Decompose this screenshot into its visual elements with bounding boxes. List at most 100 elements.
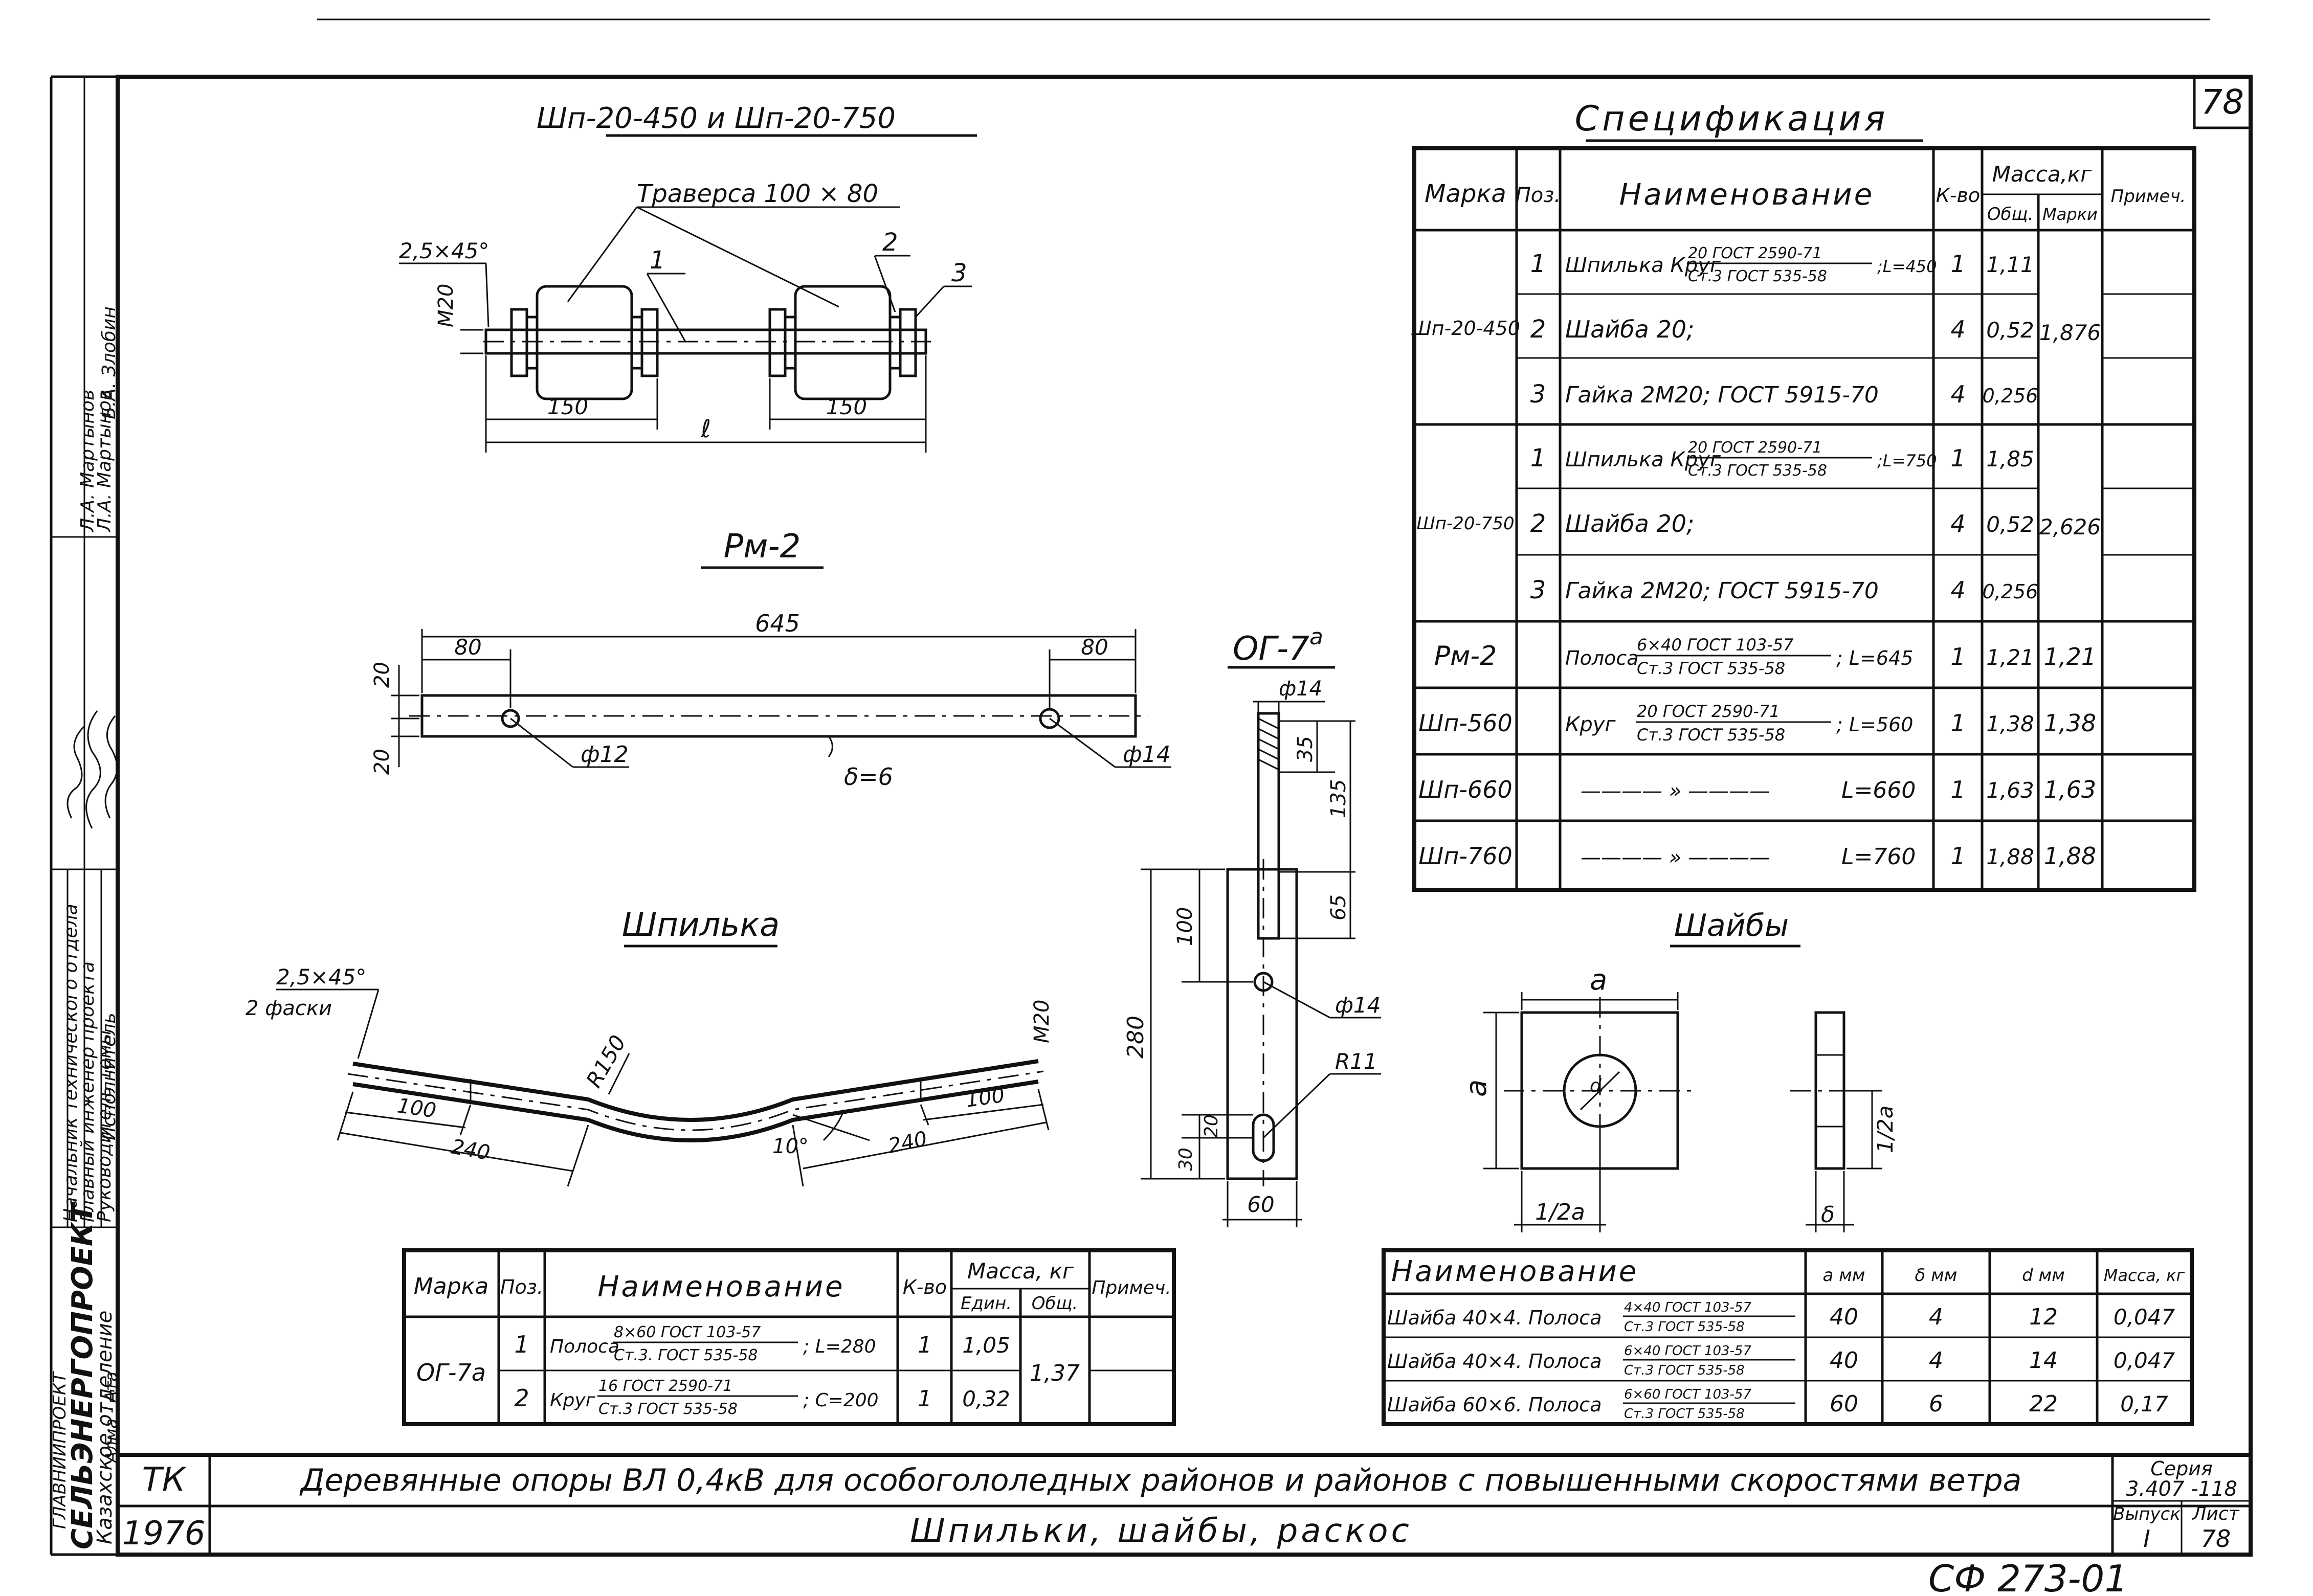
spec-h-mass-mark: Марки [2042, 205, 2098, 224]
org-2: СЕЛЬЭНЕРГОПРОЕКТ [66, 1201, 99, 1549]
spec-r5-pos: 2 [1530, 509, 1546, 538]
spec-group-1-mass: 1,876 [2039, 320, 2101, 345]
wt-r3-mass: 0,17 [2120, 1391, 2168, 1417]
wt-r3-a: 60 [1830, 1391, 1858, 1417]
role-2: Главный инженер проекта [77, 961, 98, 1222]
spec-r1-mass: 1,11 [1986, 252, 2034, 277]
og-table: Марка Поз. Наименование К-во Масса, кг Е… [402, 1248, 1176, 1426]
pin-chamfer: 2,5×45° [276, 964, 366, 990]
spec-r3-mass: 0,256 [1983, 385, 2038, 407]
spec-group-2: Шп-20-750 [1416, 513, 1514, 534]
spec-r2-pos: 2 [1530, 315, 1546, 344]
og-top-hole: ф14 [1279, 677, 1322, 701]
frame: 78 СФ 273-01 [50, 75, 2253, 1596]
wt-r2-name: Шайба 40×4. Полоса [1387, 1350, 1602, 1373]
spec-r1-top: 20 ГОСТ 2590-71 [1688, 244, 1822, 262]
spec-r3-qty: 4 [1950, 380, 1965, 408]
spec-h-mass: Масса,кг [1992, 162, 2093, 187]
w-half-a2: 1/2a [1873, 1106, 1898, 1153]
og-title: ОГ-7 [1233, 630, 1309, 668]
rm-80a: 80 [454, 635, 481, 660]
spec-title: Спецификация [1575, 99, 1888, 139]
spec-r8-name: Круг [1565, 713, 1616, 736]
wt-r2-a: 40 [1830, 1347, 1858, 1374]
tb-series-label: Серия [2150, 1457, 2213, 1480]
spec-group-3-mass: 1,21 [2044, 643, 2096, 670]
spec-group-5: Шп-660 [1418, 776, 1513, 803]
rm-title: Рм-2 [724, 528, 801, 566]
spec-r4-top: 20 ГОСТ 2590-71 [1688, 439, 1822, 457]
spec-group-1: Шп-20-450 [1411, 317, 1520, 340]
shp-pos2: 2 [882, 228, 898, 257]
wt-r1-name: Шайба 40×4. Полоса [1387, 1307, 1602, 1329]
wt-r2-mass: 0,047 [2114, 1348, 2175, 1373]
view-pin: Шпилька 2,5×45° 2 фаски М20 R150 100 240… [246, 906, 1054, 1187]
og-hole: ф14 [1335, 993, 1381, 1018]
org-1: ГЛАВНИИПРОЕКТ [50, 1371, 70, 1529]
og-h-marka: Марка [414, 1273, 488, 1299]
view-shp-20: Шп-20-450 и Шп-20-750 Траверса 100 × 80 … [399, 102, 977, 453]
wt-r1-d: 12 [2029, 1304, 2058, 1330]
spec-r10-tail: L=760 [1841, 844, 1916, 870]
wt-r2-top: 6×40 ГОСТ 103-57 [1624, 1343, 1751, 1359]
og-r2-qty: 1 [918, 1386, 932, 1412]
wt-r2-bot: Ст.3 ГОСТ 535-58 [1624, 1363, 1745, 1378]
spec-h-qty: К-во [1936, 184, 1980, 207]
og-r2-bot: Ст.3 ГОСТ 535-58 [598, 1400, 738, 1418]
tb-subtitle: Шпильки, шайбы, раскос [910, 1512, 1412, 1550]
pin-chamfer2: 2 фаски [246, 997, 332, 1020]
og-r2-mass: 0,32 [962, 1386, 1010, 1411]
og-h-qty: К-во [903, 1276, 947, 1298]
og-h-name: Наименование [597, 1270, 844, 1303]
wt-h-delta: δ мм [1915, 1265, 1958, 1286]
og-r2-pos: 2 [514, 1384, 529, 1412]
spec-group-2-mass: 2,626 [2039, 514, 2101, 540]
spec-r9-name: ———— » ———— [1581, 779, 1770, 803]
shp-chamfer: 2,5×45° [399, 238, 489, 263]
og-h-unit: Един. [961, 1293, 1012, 1314]
og-r2-name: Круг [550, 1390, 596, 1411]
w-half-a: 1/2a [1535, 1199, 1585, 1225]
og-r1-name: Полоса [550, 1336, 619, 1357]
spec-r4-tail: ;L=750 [1877, 451, 1937, 470]
view-og-7a: ОГ-7 а ф14 35 135 65 100 28 [1123, 624, 1381, 1227]
spec-group-6: Шп-760 [1418, 842, 1513, 870]
wt-r3-d: 22 [2029, 1391, 2058, 1417]
tb-title: Деревянные опоры ВЛ 0,4кВ для особоголол… [299, 1463, 2022, 1498]
og-20: 20 [1201, 1114, 1222, 1138]
tb-sheet-label: Лист [2191, 1503, 2239, 1524]
og-r1-qty: 1 [918, 1332, 932, 1358]
spec-r10-mass: 1,88 [1986, 844, 2034, 869]
spec-r5-name: Шайба 20; [1565, 510, 1694, 537]
spec-group-4: Шп-560 [1418, 709, 1513, 737]
og-r1-pos: 1 [514, 1331, 529, 1358]
shp-title: Шп-20-450 и Шп-20-750 [537, 102, 896, 135]
spec-r1-bot: Ст.3 ГОСТ 535-58 [1688, 267, 1827, 285]
spec-group-6-mass: 1,88 [2044, 842, 2096, 870]
spec-r4-pos: 1 [1530, 444, 1546, 473]
spec-r6-mass: 0,256 [1983, 580, 2038, 603]
rm-hole-14: ф14 [1123, 741, 1171, 768]
og-r1-top: 8×60 ГОСТ 103-57 [614, 1323, 761, 1341]
wt-h-a: a мм [1823, 1265, 1865, 1286]
tb-year: 1976 [122, 1515, 206, 1553]
spec-r5-mass: 0,52 [1986, 512, 2034, 537]
shp-thread: М20 [434, 284, 458, 327]
w-delta: δ [1821, 1202, 1835, 1228]
spec-table: Спецификация Марка Поз. Наименование К-в… [1411, 99, 2196, 892]
spec-r8-mass: 1,38 [1986, 711, 2034, 736]
rm-length: 645 [755, 610, 800, 637]
rm-80b: 80 [1081, 635, 1108, 660]
wt-r3-name: Шайба 60×6. Полоса [1387, 1393, 1602, 1416]
wt-r1-mass: 0,047 [2114, 1305, 2175, 1330]
og-marka: ОГ-7а [416, 1359, 486, 1386]
spec-h-name: Наименование [1619, 177, 1875, 212]
washer-title: Шайбы [1674, 908, 1789, 943]
name-1: Л.А. Мартынов [77, 390, 98, 533]
wt-r1-a: 40 [1830, 1304, 1858, 1330]
pin-100b: 100 [964, 1084, 1006, 1112]
wt-r2-delta: 4 [1929, 1347, 1943, 1374]
spec-h-marka: Марка [1425, 179, 1506, 208]
spec-h-mass-total: Общ. [1987, 204, 2034, 224]
